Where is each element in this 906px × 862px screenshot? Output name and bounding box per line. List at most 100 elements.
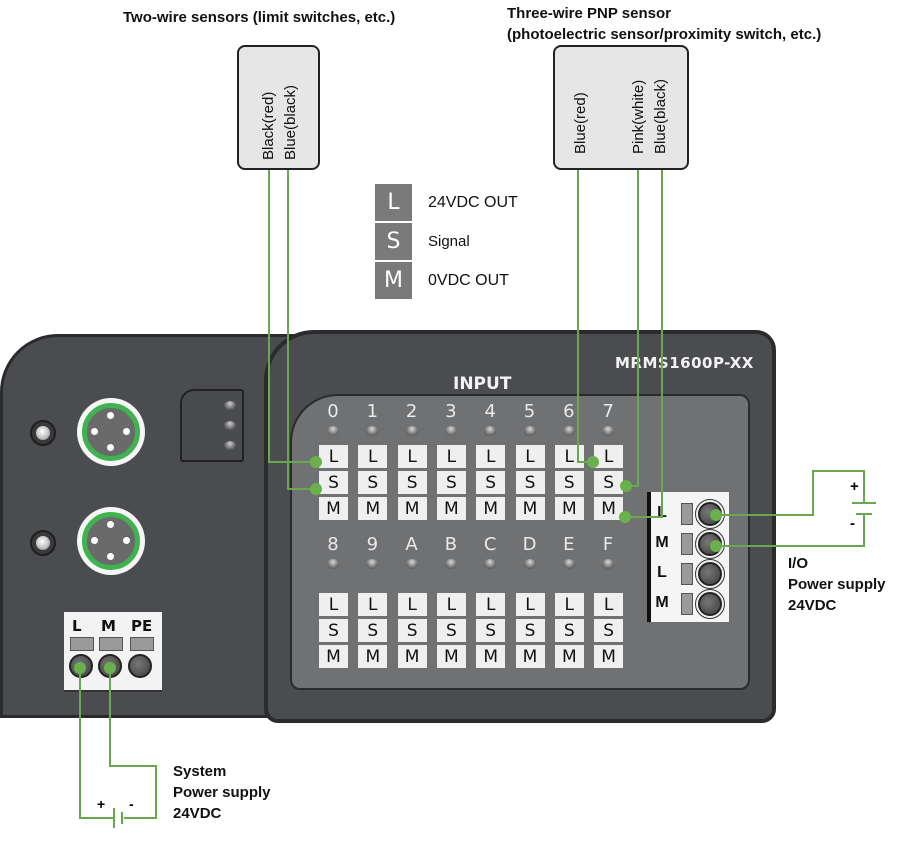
terminal-m-chB[interactable]: M <box>436 645 466 668</box>
terminal-s-ch4[interactable]: S <box>476 471 506 494</box>
channel-led-icon <box>327 559 339 569</box>
terminal-s-ch6[interactable]: S <box>554 471 584 494</box>
terminal-l-chC[interactable]: L <box>476 593 506 616</box>
terminal-s-chD[interactable]: S <box>515 619 545 642</box>
terminal-l-ch0[interactable]: L <box>319 445 348 468</box>
terminal-s-ch3[interactable]: S <box>436 471 466 494</box>
terminal-label-m: M <box>101 617 116 635</box>
terminal-l-ch5[interactable]: L <box>515 445 545 468</box>
io-terminal-label: M <box>655 594 669 611</box>
wire-label-black-red: Black(red) <box>260 91 277 160</box>
terminal-m-ch1[interactable]: M <box>358 497 388 520</box>
three-wire-sensor-subtitle: (photoelectric sensor/proximity switch, … <box>507 26 822 43</box>
legend-item-l: L 24VDC OUT <box>375 184 518 221</box>
terminal-l-ch4[interactable]: L <box>476 445 506 468</box>
m12-connector-port-1[interactable] <box>77 398 145 466</box>
terminal-s-ch0[interactable]: S <box>319 471 348 494</box>
io-screw-terminal[interactable] <box>695 499 725 529</box>
screw-icon <box>698 592 722 616</box>
io-terminal-label: M <box>655 534 669 551</box>
terminal-s-chF[interactable]: S <box>594 619 624 642</box>
m12-connector-port-2[interactable] <box>77 507 145 575</box>
channel-label: 1 <box>366 401 379 422</box>
io-screw-terminal[interactable] <box>695 589 725 619</box>
channel-led-icon <box>602 559 615 569</box>
io-power-label-line: 24VDC <box>788 597 837 614</box>
terminal-s-ch8[interactable]: S <box>319 619 348 642</box>
screw-terminal-l[interactable] <box>69 654 93 678</box>
io-screw-terminal[interactable] <box>695 529 725 559</box>
io-power-label-line: Power supply <box>788 576 886 593</box>
terminal-m-ch9[interactable]: M <box>358 645 388 668</box>
terminal-l-ch8[interactable]: L <box>319 593 348 616</box>
channel-label: A <box>405 534 418 555</box>
terminal-m-chD[interactable]: M <box>515 645 545 668</box>
terminal-s-chA[interactable]: S <box>397 619 427 642</box>
terminal-l-ch2[interactable]: L <box>397 445 427 468</box>
terminal-l-ch1[interactable]: L <box>358 445 388 468</box>
system-power-minus: - <box>129 796 134 812</box>
terminal-l-chE[interactable]: L <box>554 593 584 616</box>
screw-terminal-m[interactable] <box>98 654 122 678</box>
terminal-l-ch6[interactable]: L <box>554 445 584 468</box>
wire-label-blue-black: Blue(black) <box>282 84 299 160</box>
terminal-m-ch0[interactable]: M <box>319 497 348 520</box>
channel-label: 5 <box>523 401 536 422</box>
terminal-m-chF[interactable]: M <box>594 645 624 668</box>
input-title: INPUT <box>453 374 512 394</box>
status-led-icon <box>224 401 236 410</box>
io-terminal-tab <box>681 533 693 555</box>
terminal-s-ch7[interactable]: S <box>594 471 624 494</box>
io-power-plus: + <box>850 478 859 495</box>
terminal-m-chE[interactable]: M <box>554 645 584 668</box>
terminal-l-chD[interactable]: L <box>515 593 545 616</box>
terminal-s-chE[interactable]: S <box>554 619 584 642</box>
terminal-s-ch9[interactable]: S <box>358 619 388 642</box>
terminal-l-ch7[interactable]: L <box>594 445 624 468</box>
status-led-icon <box>224 441 236 450</box>
terminal-l-chA[interactable]: L <box>397 593 427 616</box>
channel-led-icon <box>523 426 536 436</box>
channel-led-icon <box>602 426 615 436</box>
channel-led-icon <box>327 426 339 436</box>
terminal-m-chC[interactable]: M <box>476 645 506 668</box>
terminal-m-ch4[interactable]: M <box>476 497 506 520</box>
status-led-block <box>180 389 244 462</box>
terminal-s-ch2[interactable]: S <box>397 471 427 494</box>
terminal-m-ch5[interactable]: M <box>515 497 545 520</box>
channel-label: F <box>602 534 614 555</box>
io-terminal-tab <box>681 563 693 585</box>
terminal-m-chA[interactable]: M <box>397 645 427 668</box>
terminal-s-chB[interactable]: S <box>436 619 466 642</box>
terminal-tab <box>99 637 123 651</box>
legend-key-m: M <box>375 262 412 299</box>
screw-icon <box>698 532 722 556</box>
terminal-l-chF[interactable]: L <box>594 593 624 616</box>
channel-led-icon <box>562 559 575 569</box>
wire-label-pink-white: Pink(white) <box>630 79 647 154</box>
terminal-m-ch2[interactable]: M <box>397 497 427 520</box>
io-terminal-tab <box>681 503 693 525</box>
io-screw-terminal[interactable] <box>695 559 725 589</box>
terminal-m-ch8[interactable]: M <box>319 645 348 668</box>
io-terminal-label: L <box>657 504 667 521</box>
channel-label: B <box>444 534 458 555</box>
terminal-l-chB[interactable]: L <box>436 593 466 616</box>
terminal-m-ch3[interactable]: M <box>436 497 466 520</box>
terminal-s-chC[interactable]: S <box>476 619 506 642</box>
terminal-s-ch1[interactable]: S <box>358 471 388 494</box>
screw-icon <box>698 562 722 586</box>
terminal-l-ch9[interactable]: L <box>358 593 388 616</box>
legend-text-s: Signal <box>428 233 470 250</box>
channel-label: 2 <box>405 401 418 422</box>
terminal-l-ch3[interactable]: L <box>436 445 466 468</box>
wire-label-blue-black: Blue(black) <box>652 78 669 154</box>
terminal-m-ch6[interactable]: M <box>554 497 584 520</box>
terminal-tab <box>70 637 94 651</box>
terminal-m-ch7[interactable]: M <box>594 497 624 520</box>
wire-label-blue-red: Blue(red) <box>572 92 589 154</box>
screw-terminal-pe[interactable] <box>128 654 152 678</box>
terminal-s-ch5[interactable]: S <box>515 471 545 494</box>
screw-icon <box>698 502 722 526</box>
m12-connector-icon <box>82 512 140 570</box>
